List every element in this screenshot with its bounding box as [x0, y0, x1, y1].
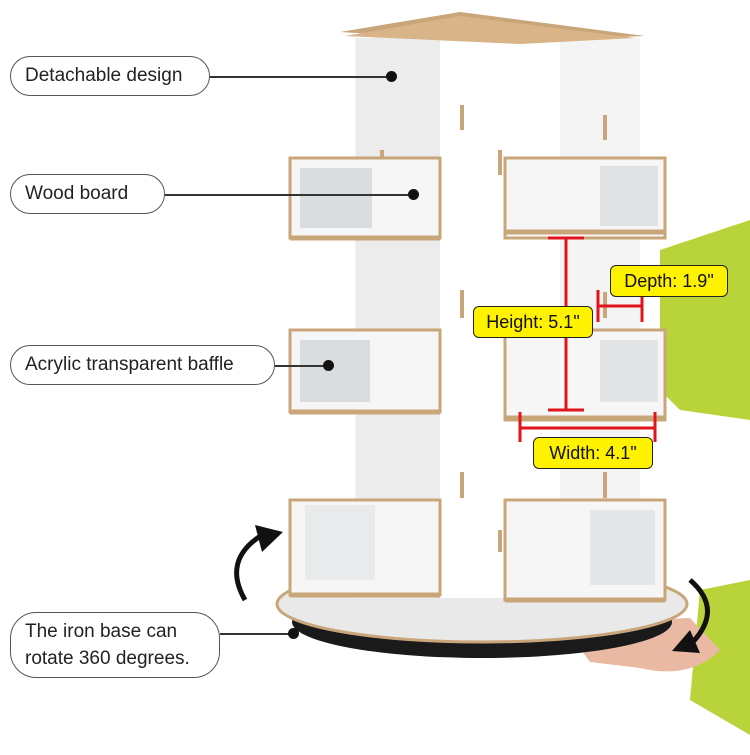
leader-detachable	[210, 76, 386, 78]
callout-acrylic-text: Acrylic transparent baffle	[25, 354, 234, 375]
height-label-text: Height: 5.1"	[486, 311, 580, 332]
width-label: Width: 4.1"	[533, 437, 653, 469]
depth-label: Depth: 1.9"	[610, 265, 728, 297]
callout-iron-base-line1: The iron base can	[25, 621, 178, 642]
callout-detachable-text: Detachable design	[25, 65, 183, 86]
leader-wood-board	[165, 194, 408, 196]
pointer-dot-wood-board	[408, 189, 419, 200]
height-label: Height: 5.1"	[473, 306, 593, 338]
callout-wood-board: Wood board	[10, 174, 165, 214]
callout-iron-base: The iron base can rotate 360 degrees.	[10, 612, 220, 678]
callout-wood-board-text: Wood board	[25, 183, 129, 204]
callout-acrylic: Acrylic transparent baffle	[10, 345, 275, 385]
shelf-tier-middle	[288, 328, 667, 422]
rotate-right-arrow-icon	[688, 578, 710, 647]
callout-detachable: Detachable design	[10, 56, 210, 96]
rotate-left-arrow-icon	[234, 532, 264, 602]
pointer-dot-detachable	[386, 71, 397, 82]
pointer-dot-iron-base	[288, 628, 299, 639]
shelf-tier-bottom	[288, 498, 667, 603]
callout-iron-base-line2: rotate 360 degrees.	[25, 648, 190, 669]
leader-iron-base	[220, 633, 290, 635]
leader-acrylic	[275, 365, 323, 367]
depth-label-text: Depth: 1.9"	[624, 270, 714, 291]
shelf-tier-top	[288, 156, 667, 241]
width-label-text: Width: 4.1"	[549, 442, 637, 463]
pointer-dot-acrylic	[323, 360, 334, 371]
